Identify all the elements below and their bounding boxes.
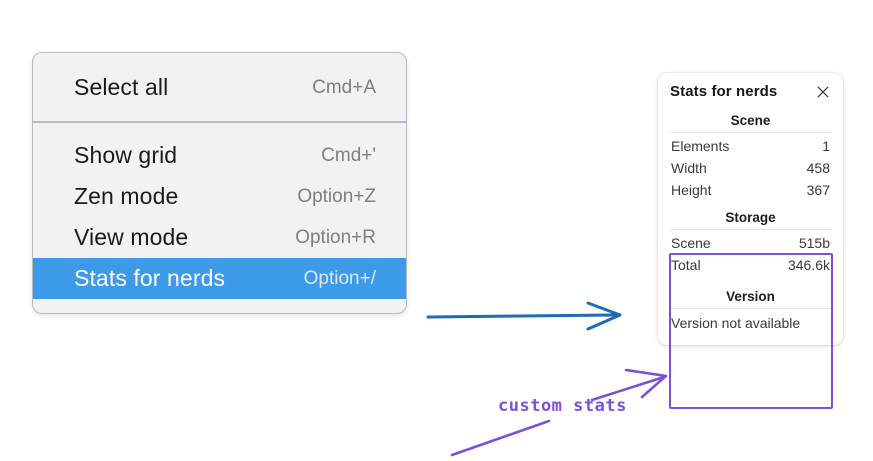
menu-item-shortcut: Option+/ [303,267,376,289]
stats-section-scene: Scene Elements 1 Width 458 Height 367 [670,110,831,201]
menu-item-stats-for-nerds[interactable]: Stats for nerds Option+/ [33,258,406,299]
menu-item-label: Stats for nerds [74,265,226,291]
stats-section-version: Version Version not available [670,286,831,333]
stats-row-value: 346.6k [787,257,830,273]
menu-item-shortcut: Option+Z [297,185,376,207]
menu-group-selection: Select all Cmd+A [33,53,406,123]
stats-row-key: Elements [671,138,730,154]
stats-section-heading: Version [670,286,831,309]
custom-stats-annotation-label: custom stats [498,396,627,416]
stats-for-nerds-panel: Stats for nerds Scene Elements 1 Width 4… [658,73,843,345]
stats-row-elements: Elements 1 [670,135,831,157]
blue-arrow-icon [426,301,622,331]
stats-row-value: 515b [798,235,830,251]
menu-item-label: View mode [74,224,189,250]
stats-row-value: 1 [822,138,830,154]
menu-item-shortcut: Option+R [295,226,376,248]
stats-section-storage: Storage Scene 515b Total 346.6k [670,207,831,276]
menu-item-label: Zen mode [74,183,179,209]
version-text: Version not available [671,315,801,331]
stats-row-height: Height 367 [670,179,831,201]
stats-row-key: Scene [671,235,711,251]
stats-row-value: 367 [806,182,830,198]
menu-item-show-grid[interactable]: Show grid Cmd+' [33,135,406,176]
canvas-context-menu[interactable]: Select all Cmd+A Show grid Cmd+' Zen mod… [32,52,407,314]
menu-group-view: Show grid Cmd+' Zen mode Option+Z View m… [33,123,406,313]
stats-row-key: Height [671,182,712,198]
stats-panel-titlebar: Stats for nerds [670,83,831,100]
stats-row-key: Total [671,257,701,273]
close-icon[interactable] [815,84,831,100]
stats-section-heading: Scene [670,110,831,133]
purple-underline-stroke [450,419,551,457]
stats-row-width: Width 458 [670,157,831,179]
menu-item-view-mode[interactable]: View mode Option+R [33,217,406,258]
stats-row-storage-scene: Scene 515b [670,232,831,254]
menu-item-label: Select all [74,74,169,100]
menu-item-select-all[interactable]: Select all Cmd+A [33,67,406,108]
menu-item-shortcut: Cmd+A [312,76,376,98]
menu-item-zen-mode[interactable]: Zen mode Option+Z [33,176,406,217]
stats-row-storage-total: Total 346.6k [670,254,831,276]
menu-item-shortcut: Cmd+' [321,144,376,166]
stats-row-value: 458 [806,160,830,176]
stats-row-key: Width [671,160,707,176]
menu-item-label: Show grid [74,142,178,168]
stats-panel-title: Stats for nerds [670,83,778,100]
stats-section-heading: Storage [670,207,831,230]
